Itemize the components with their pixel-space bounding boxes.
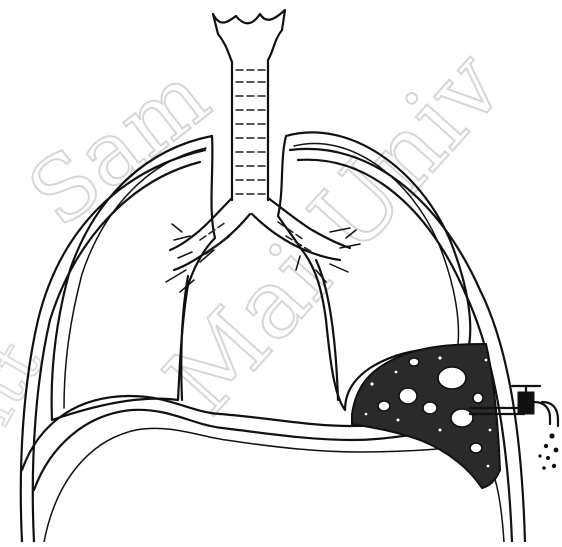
svg-text:Sam: Sam xyxy=(10,45,228,247)
trachea xyxy=(213,10,285,200)
fluid-drops xyxy=(538,433,558,469)
